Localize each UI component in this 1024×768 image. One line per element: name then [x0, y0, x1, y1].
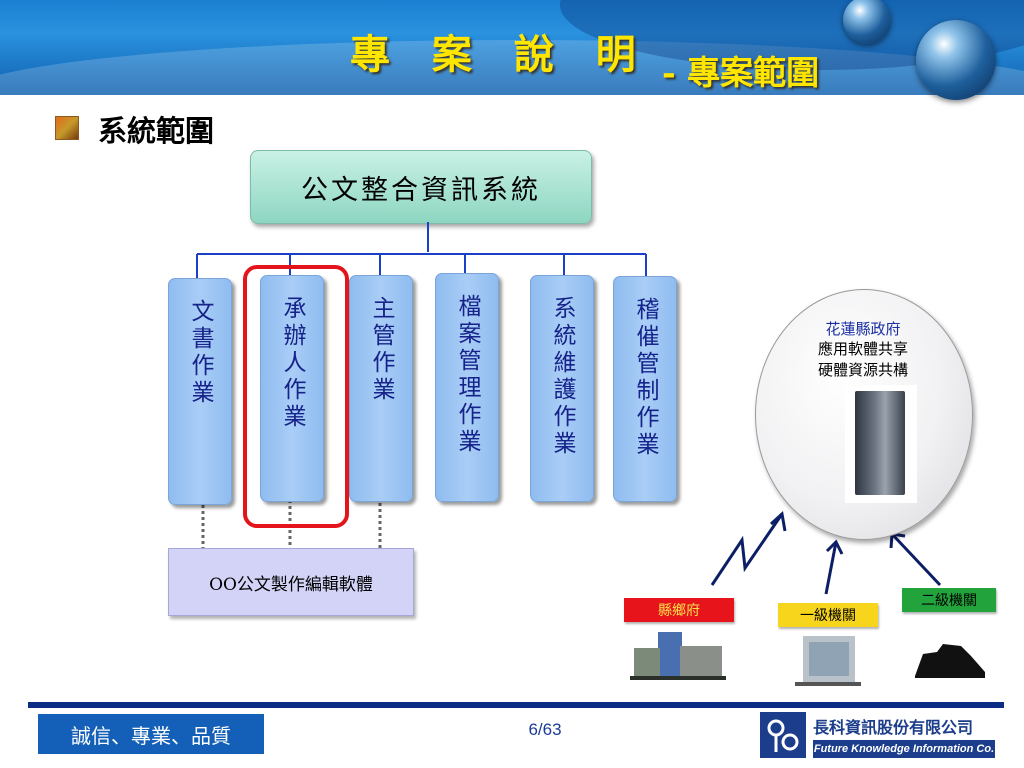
tag-county: 縣鄉府 — [624, 598, 734, 622]
tag-label: 一級機關 — [800, 608, 856, 624]
arrow-county — [710, 513, 784, 586]
column-box-document: 文書作業 — [168, 278, 232, 505]
page-title: 專 案 說 明 — [350, 31, 650, 78]
large-globe-icon — [916, 20, 996, 100]
tag-label: 二級機關 — [921, 593, 977, 609]
county-building-icon — [630, 632, 726, 680]
root-system-label: 公文整合資訊系統 — [301, 174, 541, 206]
government-line-software: 應用軟體共享 — [817, 340, 908, 358]
tag-first-level: 一級機關 — [778, 603, 878, 627]
arrow-second-level — [890, 532, 942, 587]
bullet-icon — [55, 116, 79, 140]
second-agency-building-icon — [915, 644, 985, 678]
page-number: 6/63 — [528, 720, 562, 739]
arrow-first-level-head — [825, 539, 844, 555]
editor-software-box: OO公文製作編輯軟體 — [168, 548, 414, 616]
agency-building-icon — [795, 636, 861, 686]
footer-motto-text: 誠信、專業、品質 — [71, 725, 231, 748]
tag-label: 縣鄉府 — [658, 603, 700, 619]
arrows — [710, 511, 942, 595]
logo-mark — [767, 719, 799, 752]
column-label: 主管作業 — [368, 296, 394, 404]
title-banner: 專 案 說 明 - 專案範圍 — [0, 0, 1024, 95]
page-subtitle: - 專案範圍 — [662, 53, 820, 92]
section-title: 系統範圍 — [98, 114, 215, 148]
company-name-cn: 長科資訊股份有限公司 — [813, 720, 974, 737]
footer-motto: 誠信、專業、品質 — [38, 714, 264, 754]
company-logo-icon — [760, 712, 806, 758]
arrow-county-head — [769, 511, 787, 532]
column-box-handler: 承辦人作業 — [260, 275, 324, 502]
column-label: 文書作業 — [187, 299, 213, 407]
small-globe-icon — [843, 0, 891, 44]
company-name-en-text: Future Knowledge Information Co. — [813, 743, 995, 755]
column-box-tracking: 稽催管制作業 — [613, 276, 677, 502]
column-label: 稽催管制作業 — [632, 297, 658, 459]
highlight-frame — [243, 265, 349, 528]
company-name-en: Future Knowledge Information Co. — [813, 740, 995, 758]
column-box-supervisor: 主管作業 — [349, 275, 413, 502]
tag-second-level: 二級機關 — [902, 588, 996, 612]
column-label: 系統維護作業 — [549, 296, 575, 458]
root-system-box: 公文整合資訊系統 — [250, 150, 592, 224]
government-name: 花蓮縣政府 — [825, 320, 901, 338]
tree-connectors — [196, 222, 647, 278]
arrow-first-level — [824, 541, 838, 595]
footer-divider — [28, 702, 1004, 708]
column-box-archive: 檔案管理作業 — [435, 273, 499, 502]
editor-software-label: OO公文製作編輯軟體 — [209, 574, 373, 595]
server-icon — [845, 385, 917, 503]
server-body — [855, 391, 905, 495]
column-label: 檔案管理作業 — [454, 294, 480, 456]
column-label: 承辦人作業 — [279, 296, 305, 431]
government-line-hardware: 硬體資源共構 — [817, 361, 908, 379]
column-box-maintenance: 系統維護作業 — [530, 275, 594, 502]
